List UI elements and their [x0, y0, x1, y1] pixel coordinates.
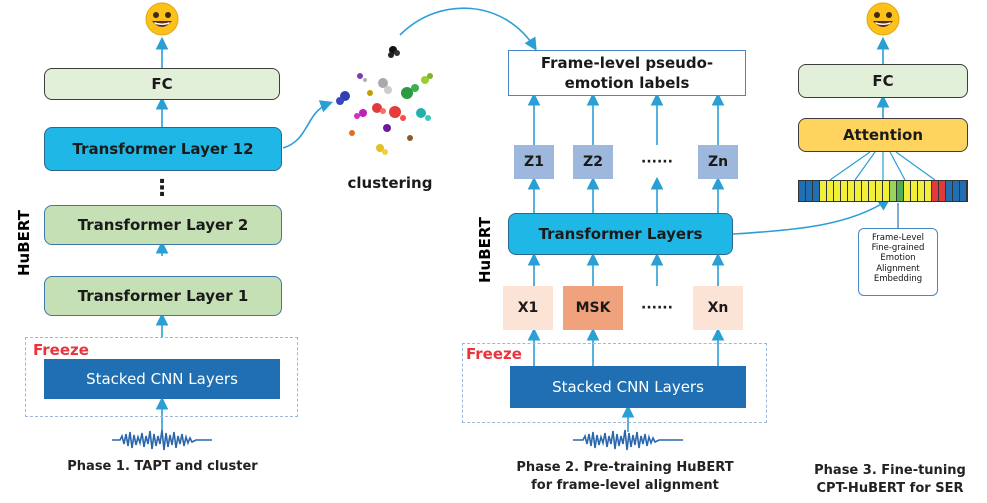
smiling-face-icon	[145, 2, 179, 36]
phase1-freeze-region	[25, 337, 298, 417]
embedding-cell	[897, 181, 904, 201]
phase2-caption-line-2: for frame-level alignment	[531, 477, 719, 493]
embedding-cell	[925, 181, 932, 201]
phase2-transformer-layers: Transformer Layers	[508, 213, 733, 255]
phase1-stacked-cnn-layers: Stacked CNN Layers	[44, 359, 280, 399]
embedding-cell	[827, 181, 834, 201]
embedding-cell	[806, 181, 813, 201]
zn-box: Zn	[698, 145, 738, 179]
embedding-cell	[813, 181, 820, 201]
attention-box: Attention	[798, 118, 968, 152]
phase1-transformer-layer-12: Transformer Layer 12	[44, 127, 282, 171]
embedding-cell	[869, 181, 876, 201]
callout-line-3: Emotion	[880, 253, 916, 264]
embedding-cell	[890, 181, 897, 201]
waveform-icon	[573, 429, 683, 451]
embedding-cell	[820, 181, 827, 201]
embedding-cell	[953, 181, 960, 201]
phase3-caption-line-2: CPT-HuBERT for SER	[816, 480, 964, 496]
phase2-caption-line-1: Phase 2. Pre-training HuBERT	[516, 460, 734, 475]
x-ellipsis: ······	[641, 300, 673, 316]
z1-box: Z1	[514, 145, 554, 179]
pseudo-emotion-labels-box: Frame-level pseudo- emotion labels	[508, 50, 746, 96]
embedding-cell	[876, 181, 883, 201]
embedding-cell	[799, 181, 806, 201]
phase1-transformer-layer-2: Transformer Layer 2	[44, 205, 282, 245]
callout-line-4: Alignment	[876, 263, 920, 274]
callout-line-5: Embedding	[873, 273, 923, 284]
embedding-cell	[883, 181, 890, 201]
phase2-freeze-region	[462, 343, 767, 423]
embedding-cell	[932, 181, 939, 201]
embedding-cell	[841, 181, 848, 201]
arrow-layer12-to-clusters	[282, 100, 334, 149]
embedding-cell	[946, 181, 953, 201]
cluster-scatter-icon	[336, 46, 433, 155]
embedding-strip	[798, 180, 968, 202]
phase2-caption: Phase 2. Pre-training HuBERT for frame-l…	[475, 459, 775, 494]
phase1-ellipsis: ⋮	[151, 175, 173, 201]
z2-box: Z2	[573, 145, 613, 179]
z-ellipsis: ······	[641, 154, 673, 170]
embedding-cell	[855, 181, 862, 201]
phase1-transformer-layer-1: Transformer Layer 1	[44, 276, 282, 316]
embedding-cell	[918, 181, 925, 201]
embedding-cell	[848, 181, 855, 201]
embedding-fan-lines	[829, 151, 936, 181]
phase2-hubert-label: HuBERT	[476, 216, 494, 283]
phase1-freeze-label: Freeze	[33, 341, 89, 359]
embedding-cell	[911, 181, 918, 201]
embedding-callout: Frame-Level Fine-grained Emotion Alignme…	[858, 228, 938, 296]
phase1-fc-box: FC	[44, 68, 280, 100]
msk-box: MSK	[563, 286, 623, 330]
clustering-label: clustering	[347, 174, 433, 192]
embedding-cell	[939, 181, 946, 201]
embedding-cell	[834, 181, 841, 201]
labels-line-2: emotion labels	[564, 74, 690, 92]
callout-line-2: Fine-grained	[871, 243, 925, 254]
phase1-caption: Phase 1. TAPT and cluster	[67, 459, 258, 474]
waveform-icon	[112, 429, 212, 451]
callout-line-1: Frame-Level	[872, 233, 924, 243]
embedding-cell	[862, 181, 869, 201]
phase3-fc-box: FC	[798, 64, 968, 98]
x1-box: X1	[503, 286, 553, 330]
phase2-freeze-label: Freeze	[466, 345, 522, 363]
embedding-cell	[960, 181, 967, 201]
phase3-caption: Phase 3. Fine-tuning CPT-HuBERT for SER	[795, 462, 985, 497]
arrow-clusters-to-labels	[399, 7, 537, 51]
phase3-caption-line-1: Phase 3. Fine-tuning	[814, 463, 966, 478]
phase1-hubert-label: HuBERT	[15, 209, 33, 276]
embedding-cell	[904, 181, 911, 201]
xn-box: Xn	[693, 286, 743, 330]
smiling-face-icon	[866, 2, 900, 36]
phase2-stacked-cnn-layers: Stacked CNN Layers	[510, 366, 746, 408]
labels-line-1: Frame-level pseudo-	[540, 53, 714, 72]
arrow-tl-to-embedding	[732, 198, 891, 235]
